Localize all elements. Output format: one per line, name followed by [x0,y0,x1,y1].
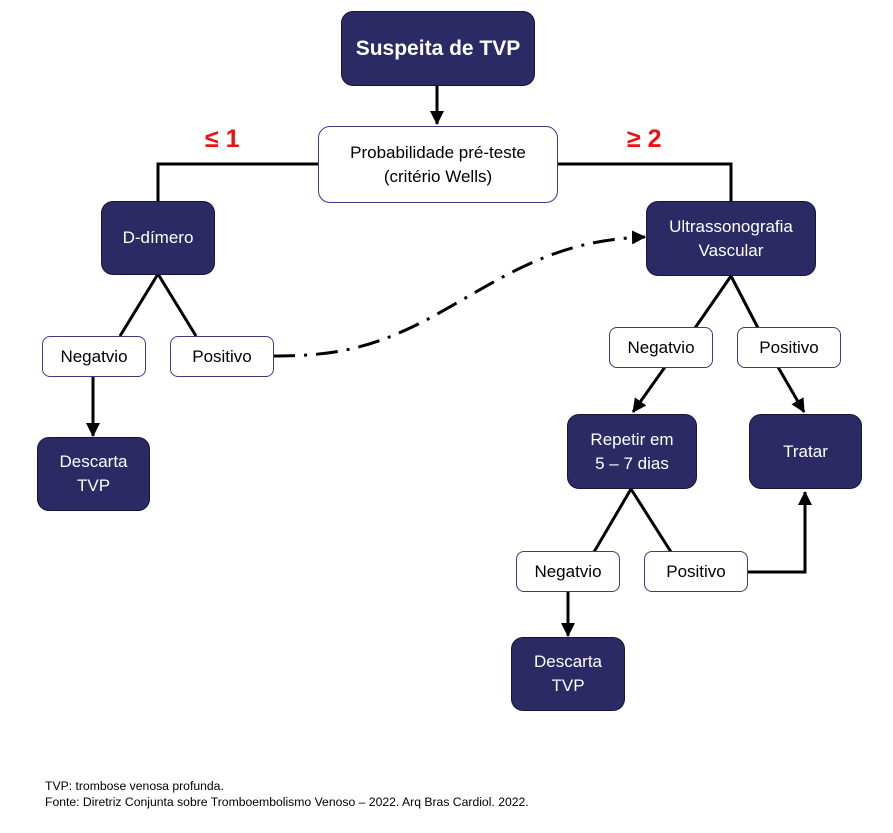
line-usg-to-positive [729,275,760,329]
line-pretest-to-ddimer [156,162,318,201]
node-rep-negativo: Negatvio [516,551,620,592]
node-usg-positivo: Positivo [737,327,841,368]
node-rep-positivo: Positivo [644,551,748,592]
arrow-usg-positive-to-treat [776,366,806,413]
line-ddimer-to-negative [118,273,160,337]
node-label: Negatvio [534,561,602,581]
line-pretest-to-usg [557,162,733,201]
node-d-dimero: D-dímero [101,201,215,275]
node-probabilidade-pre-teste: Probabilidade pré-teste (critério Wells) [318,126,558,203]
arrow-dd-positive-to-usg [272,230,646,358]
footnote-source: Fonte: Diretriz Conjunta sobre Tromboemb… [45,795,529,809]
node-label: Tratar [783,441,828,461]
line-repeat-to-positive [629,488,673,553]
node-label: Suspeita de TVP [355,36,521,60]
arrow-usg-negative-to-repeat [631,366,667,413]
node-label: Repetir em 5 – 7 dias [590,429,674,473]
line-repeat-to-negative [592,488,633,553]
node-tratar: Tratar [749,414,862,489]
node-label: Descarta TVP [533,652,603,695]
node-usg-negativo: Negatvio [609,327,713,368]
node-rep-descarta-tvp: Descarta TVP [511,637,625,711]
node-repetir-5-7-dias: Repetir em 5 – 7 dias [567,414,697,489]
node-label: Ultrassonografia Vascular [669,216,793,260]
node-label: Positivo [192,346,252,366]
node-dd-descarta-tvp: Descarta TVP [37,437,150,511]
node-label: Positivo [759,337,819,357]
node-label: Negatvio [60,346,128,366]
node-ultrassonografia-vascular: Ultrassonografia Vascular [646,201,816,276]
node-label: Positivo [666,561,726,581]
condition-high-score: ≥ 2 [627,125,662,153]
footnote-abbreviation: TVP: trombose venosa profunda. [45,779,224,793]
condition-low-score: ≤ 1 [205,125,240,153]
line-usg-to-negative [693,275,733,329]
line-ddimer-to-positive [156,273,198,337]
node-suspeita-tvp: Suspeita de TVP [341,11,535,86]
node-label: Negatvio [627,337,695,357]
node-dd-negativo: Negatvio [42,336,146,377]
node-label: Descarta TVP [59,452,128,495]
node-label: D-dímero [122,228,194,247]
node-label: Probabilidade pré-teste (critério Wells) [350,142,526,186]
node-dd-positivo: Positivo [170,336,274,377]
arrow-rep-positive-to-treat [748,491,812,574]
